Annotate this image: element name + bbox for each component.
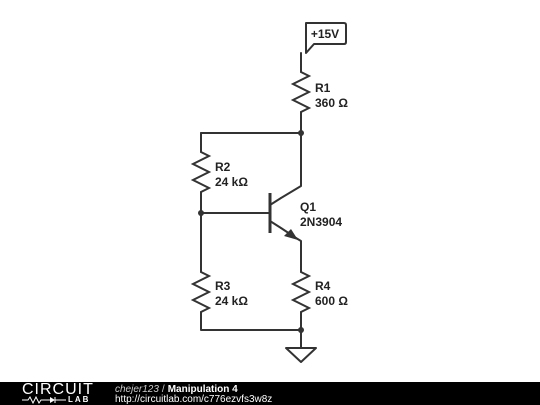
logo-wordmark-circuit: CIRCUIT	[22, 381, 94, 398]
r1-name: R1	[315, 81, 331, 95]
r2-name: R2	[215, 160, 231, 174]
transistor-q1-symbol[interactable]	[268, 193, 298, 240]
credit-line: chejer123/Manipulation 4	[115, 384, 238, 395]
circuit-schematic: +15V R1 360 Ω R2 24 kΩ Q1 2N3904 R3 24 k…	[190, 22, 348, 363]
resistor-r1-symbol[interactable]	[290, 70, 312, 114]
circuitlab-logo[interactable]: CIRCUIT LAB	[22, 381, 94, 404]
supply-label: +15V	[311, 27, 339, 41]
supply-flag[interactable]: +15V	[305, 22, 347, 54]
logo-wordmark-lab: LAB	[68, 395, 91, 404]
r4-name: R4	[315, 279, 331, 293]
footer-bar: CIRCUIT LAB chejer123/Manipulation 4 htt…	[0, 381, 540, 405]
r4-value: 600 Ω	[315, 294, 348, 308]
junction-node	[298, 327, 304, 333]
r1-value: 360 Ω	[315, 96, 348, 110]
transistor-emitter-lead	[269, 220, 282, 229]
resistor-r4-symbol[interactable]	[290, 270, 312, 314]
credit-separator: /	[161, 384, 165, 395]
r2-value: 24 kΩ	[215, 175, 248, 189]
circuit-url-link[interactable]: http://circuitlab.com/c776ezvfs3w8z	[115, 394, 273, 405]
junction-node	[198, 210, 204, 216]
logo-wire-icon	[22, 396, 66, 404]
q1-part: 2N3904	[300, 215, 342, 229]
junction-node	[298, 130, 304, 136]
resistor-r3-symbol[interactable]	[190, 270, 212, 314]
ground-icon[interactable]	[285, 347, 317, 363]
transistor-collector-lead	[269, 197, 282, 206]
supply-flag-shape	[305, 22, 347, 54]
r3-name: R3	[215, 279, 231, 293]
resistor-r2-symbol[interactable]	[190, 150, 212, 194]
r3-value: 24 kΩ	[215, 294, 248, 308]
emitter-arrow-icon	[284, 229, 298, 240]
circuit-title: Manipulation 4	[167, 384, 238, 395]
q1-name: Q1	[300, 200, 316, 214]
author-link[interactable]: chejer123	[115, 384, 159, 395]
